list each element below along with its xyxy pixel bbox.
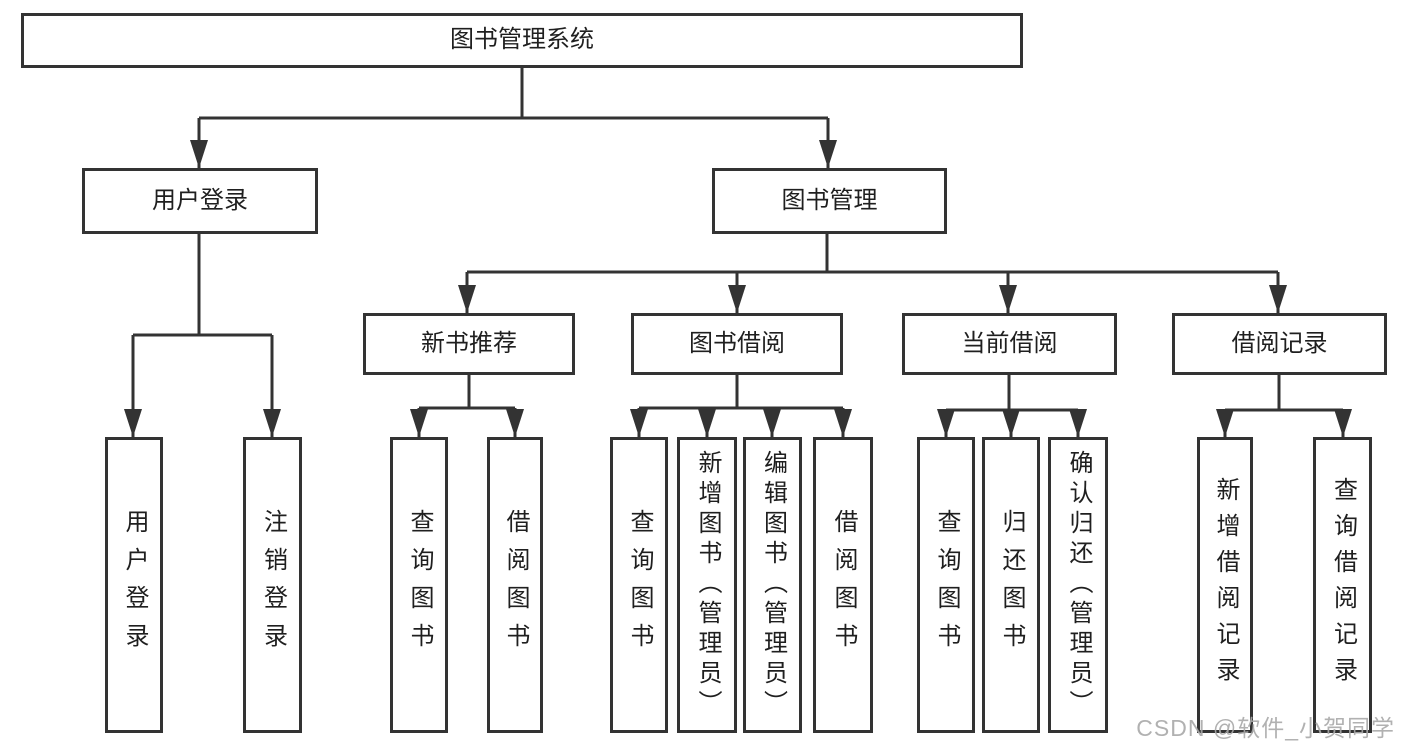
leaf-query-books-current: 查询图书 — [917, 437, 975, 733]
connector-records-bus — [1225, 375, 1343, 412]
node-borrowing-records: 借阅记录 — [1172, 313, 1387, 375]
node-label: 查询图书 — [626, 509, 653, 661]
node-book-management: 图书管理 — [712, 168, 947, 234]
csdn-watermark: CSDN @软件_小贺同学 — [1136, 715, 1395, 741]
node-label: 查询借阅记录 — [1329, 477, 1357, 693]
leaf-edit-books-admin: 编辑图书（管理员） — [743, 437, 802, 733]
node-label: 新书推荐 — [421, 329, 517, 357]
node-label: 新增借阅记录 — [1212, 477, 1239, 693]
node-label: 查询图书 — [406, 509, 433, 661]
leaf-return-books: 归还图书 — [982, 437, 1040, 733]
node-user-login: 用户登录 — [82, 168, 318, 234]
node-label: 确认归还（管理员） — [1065, 450, 1092, 720]
connector-book-management-bus — [467, 234, 1278, 274]
leaf-confirm-return-admin: 确认归还（管理员） — [1048, 437, 1108, 733]
node-new-book-recommend: 新书推荐 — [363, 313, 575, 375]
connector-root-bus — [199, 68, 828, 120]
node-label: 用户登录 — [121, 509, 148, 661]
leaf-add-books-admin: 新增图书（管理员） — [677, 437, 737, 733]
leaf-borrow-books-recommend: 借阅图书 — [487, 437, 543, 733]
node-label: 借阅记录 — [1231, 329, 1328, 357]
connector-current-bus — [946, 375, 1078, 412]
connector-borrowing-bus — [639, 375, 843, 410]
node-label: 归还图书 — [998, 509, 1025, 661]
leaf-add-borrow-record: 新增借阅记录 — [1197, 437, 1253, 733]
node-label: 用户登录 — [152, 186, 248, 214]
node-label: 图书管理系统 — [450, 26, 594, 54]
leaf-query-books-recommend: 查询图书 — [390, 437, 448, 733]
node-library-management-system: 图书管理系统 — [21, 13, 1023, 68]
node-label: 图书借阅 — [689, 329, 785, 357]
node-label: 借阅图书 — [830, 509, 857, 661]
node-book-borrowing: 图书借阅 — [631, 313, 843, 375]
node-label: 当前借阅 — [961, 329, 1058, 357]
leaf-user-login: 用户登录 — [105, 437, 163, 733]
connector-new-book-bus — [419, 375, 515, 410]
node-label: 注销登录 — [259, 509, 287, 661]
connector-user-login-bus — [133, 234, 272, 337]
leaf-query-borrow-record: 查询借阅记录 — [1313, 437, 1372, 733]
node-label: 新增图书（管理员） — [694, 450, 721, 720]
node-current-borrowing: 当前借阅 — [902, 313, 1117, 375]
leaf-logout: 注销登录 — [243, 437, 302, 733]
node-label: 查询图书 — [933, 509, 960, 661]
leaf-borrow-books: 借阅图书 — [813, 437, 873, 733]
node-label: 图书管理 — [781, 186, 878, 214]
leaf-query-books-borrowing: 查询图书 — [610, 437, 668, 733]
node-label: 借阅图书 — [502, 509, 529, 661]
node-label: 编辑图书（管理员） — [759, 450, 787, 720]
